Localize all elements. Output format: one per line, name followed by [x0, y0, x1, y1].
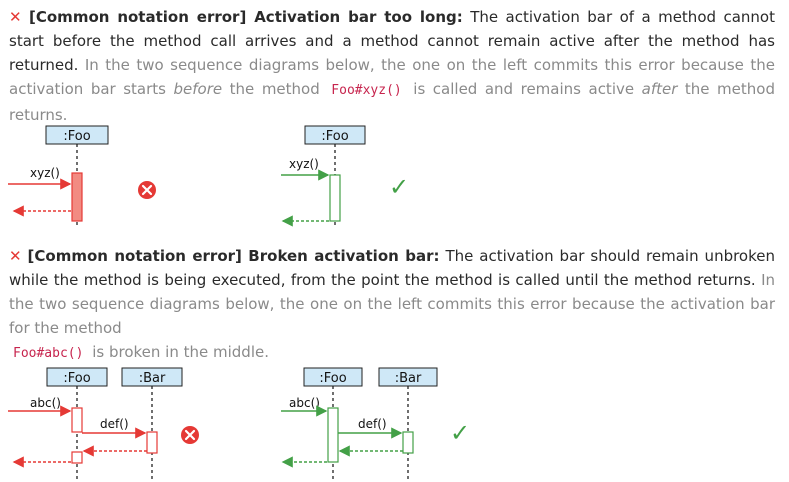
checkmark-icon: ✓ — [389, 173, 409, 201]
diagram-wrong-abc: :Foo :Bar abc() def() — [8, 367, 183, 480]
lifeline-label-foo: :Foo — [63, 129, 90, 144]
activation-bar-foo-part1 — [71, 407, 83, 433]
paragraph-broken-activation-bar: ✕ [Common notation error] Broken activat… — [9, 244, 775, 366]
diagram-row-activation-too-long: :Foo xyz() :Foo xyz() ✓ — [8, 125, 409, 227]
error-marker-icon: ✕ — [9, 247, 22, 265]
inline-code: Foo#abc() — [13, 346, 84, 361]
checkmark-icon: ✓ — [450, 419, 470, 447]
error-heading: [Common notation error] Broken activatio… — [27, 247, 440, 265]
diagram-correct-xyz: :Foo xyz() — [281, 125, 366, 227]
example-note-b: is broken in the middle. — [87, 343, 269, 361]
inline-code: Foo#xyz() — [331, 83, 402, 98]
lifeline-label-bar: :Bar — [139, 371, 166, 386]
lifeline-label-foo: :Foo — [319, 371, 346, 386]
emphasis-before: before — [173, 80, 223, 98]
diagram-correct-abc: :Foo :Bar abc() def() — [281, 367, 438, 480]
lifeline-label-bar: :Bar — [395, 371, 422, 386]
example-note-b: the method — [222, 80, 328, 98]
message-label-abc: abc() — [30, 396, 61, 410]
example-note-a: In the two sequence diagrams below, the … — [9, 271, 775, 337]
emphasis-after: after — [641, 80, 678, 98]
error-marker-icon: ✕ — [9, 8, 22, 26]
message-label-def: def() — [358, 417, 387, 431]
activation-bar — [329, 174, 341, 222]
lifeline-label-foo: :Foo — [321, 129, 348, 144]
example-note-c: is called and remains active — [405, 80, 642, 98]
error-description: The activation bar should remain unbroke… — [9, 247, 775, 289]
x-circle-icon — [181, 426, 199, 444]
activation-bar-foo — [327, 407, 339, 463]
message-label-xyz: xyz() — [289, 157, 319, 171]
activation-bar-bar — [146, 431, 158, 454]
diagram-wrong-xyz: :Foo xyz() — [8, 125, 109, 226]
message-label-abc: abc() — [289, 396, 320, 410]
example-note-a: In the two sequence diagrams below, the … — [9, 56, 775, 98]
message-label-def: def() — [100, 417, 129, 431]
error-description: The activation bar of a method cannot st… — [9, 8, 775, 74]
x-circle-icon — [138, 181, 156, 199]
error-heading: [Common notation error] Activation bar t… — [29, 8, 463, 26]
activation-bar-foo-part2 — [71, 451, 83, 464]
lifeline-label-foo: :Foo — [63, 371, 90, 386]
activation-bar-bar — [402, 431, 414, 454]
activation-bar — [71, 172, 83, 222]
paragraph-activation-bar-too-long: ✕ [Common notation error] Activation bar… — [9, 5, 775, 127]
message-label-xyz: xyz() — [30, 166, 60, 180]
diagram-row-broken-activation: :Foo :Bar abc() def() :Foo :Bar abc() de… — [8, 367, 470, 480]
example-note-d: the method returns. — [9, 80, 775, 124]
